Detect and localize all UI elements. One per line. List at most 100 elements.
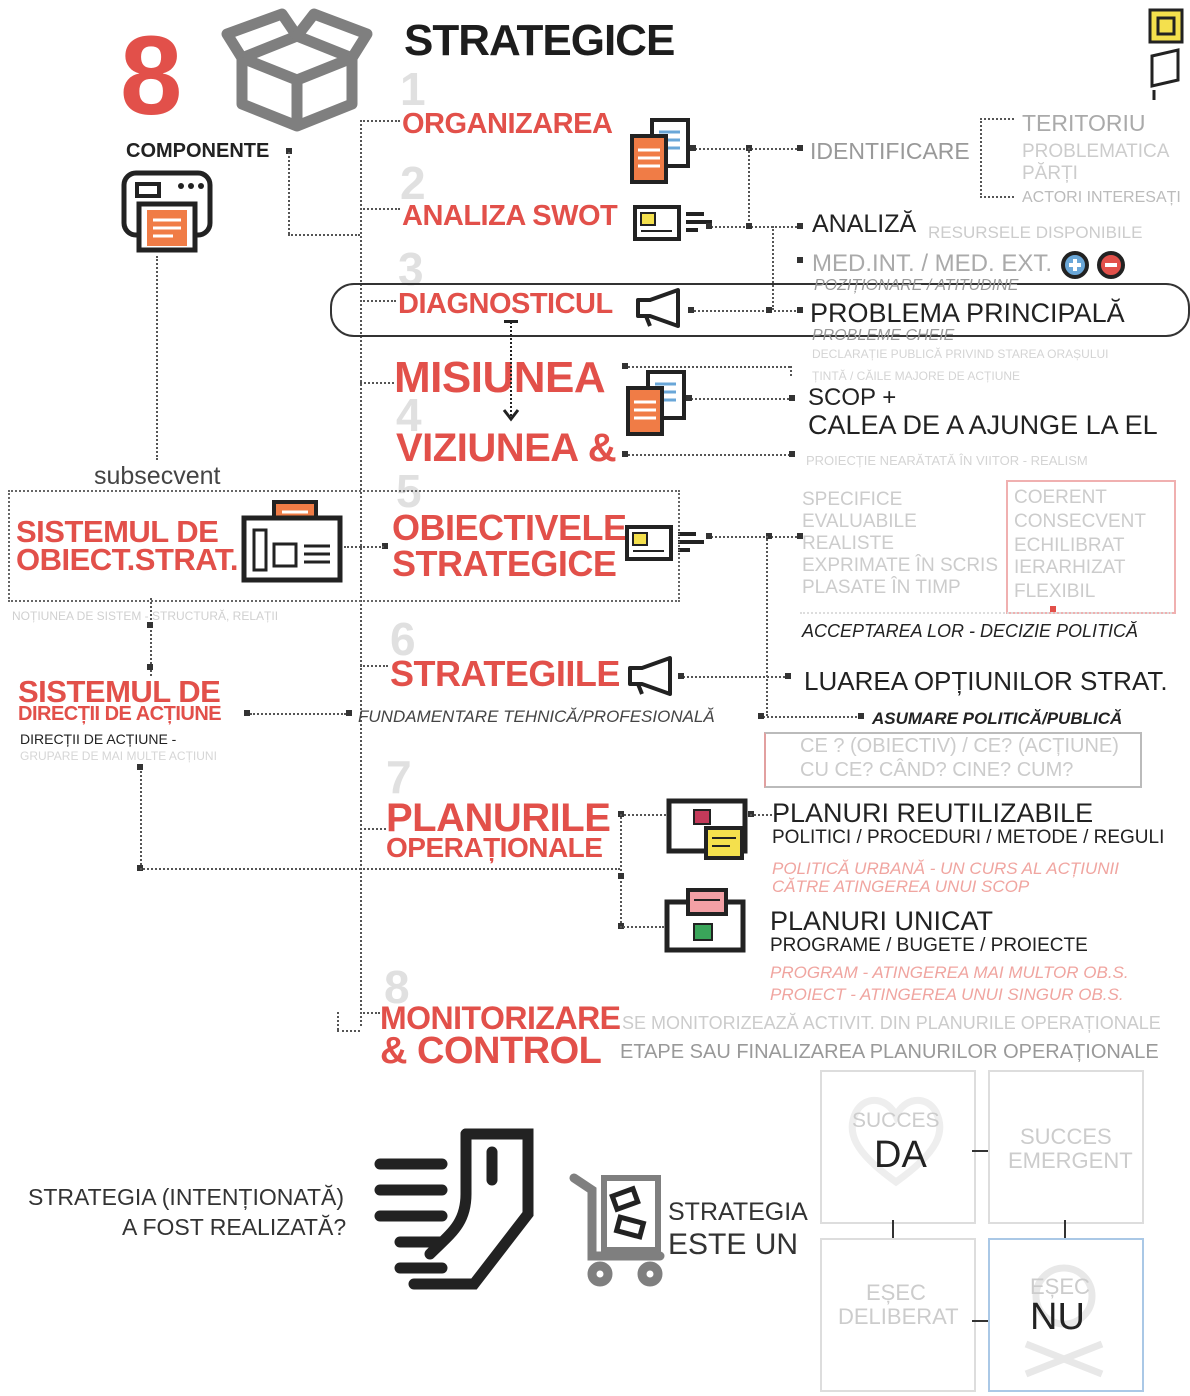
tinta-text: ȚINTĂ / CĂILE MAJORE DE ACȚIUNE	[812, 369, 1021, 383]
connector-line	[150, 598, 152, 676]
medint-text: MED.INT. / MED. EXT.	[812, 250, 1053, 277]
component-obiectivele: OBIECTIVELE	[392, 507, 627, 548]
diagnostic-highlight	[330, 283, 1190, 337]
connector-dot	[622, 363, 628, 369]
connector-dot	[785, 673, 791, 679]
pozitionare-text: POZIȚIONARE / ATITUDINE	[814, 277, 1019, 294]
question-line-2: A FOST REALIZATĂ?	[122, 1214, 347, 1240]
component-number: 2	[400, 157, 426, 209]
connector-line	[708, 226, 800, 228]
subsecvent-text: subsecvent	[94, 462, 221, 490]
connector-line	[337, 1030, 360, 1032]
connector-line	[624, 366, 790, 368]
component-viziunea: VIZIUNEA &	[396, 426, 617, 470]
evaluabile-text: EVALUABILE	[802, 511, 917, 532]
calea-text: CALEA DE A AJUNGE LA EL	[808, 410, 1158, 440]
connector-line	[360, 120, 362, 1026]
component-number: 4	[396, 389, 422, 441]
connector-line	[360, 665, 388, 667]
component-monitorizare: MONITORIZARE	[380, 1000, 621, 1036]
succes-emergent-2: EMERGENT	[1008, 1148, 1133, 1173]
cart-icon	[569, 1173, 665, 1287]
planuri-unicat-text: PLANURI UNICAT	[770, 906, 994, 936]
connector-dot	[688, 307, 694, 313]
minus-icon	[1097, 251, 1125, 279]
box-icon	[221, 8, 373, 132]
nu-label: NU	[1030, 1296, 1085, 1338]
connector-dot	[797, 533, 803, 539]
connector-dot	[147, 622, 153, 628]
strategia-text: STRATEGIA	[668, 1198, 808, 1226]
connector-dot	[244, 710, 250, 716]
problema-principala-text: PROBLEMA PRINCIPALĂ	[810, 298, 1125, 328]
analiza-text: ANALIZĂ	[812, 210, 917, 238]
politici-text: POLITICI / PROCEDURI / METODE / REGULI	[772, 827, 1165, 848]
component-organizarea: ORGANIZAREA	[402, 108, 613, 140]
quadrant-esec	[988, 1238, 1144, 1392]
esec-deliberat-1: EȘEC	[866, 1280, 926, 1305]
succes-emergent-1: SUCCES	[1020, 1124, 1112, 1149]
connector-dot	[1050, 606, 1056, 612]
skull-icon	[1024, 1264, 1104, 1378]
quadrant-succes	[820, 1070, 976, 1224]
specifice-text: SPECIFICE	[802, 489, 903, 510]
declaratie-text: DECLARAȚIE PUBLICĂ PRIVIND STAREA ORAȘUL…	[812, 347, 1109, 361]
connector-line	[620, 814, 666, 816]
connector-dot	[382, 543, 388, 549]
ce-line-2: CU CE? CÂND? CINE? CUM?	[800, 759, 1074, 781]
connector-dot	[766, 533, 772, 539]
monitor-icon	[664, 888, 746, 953]
connector-line	[510, 322, 512, 416]
resurse-text: RESURSELE DISPONIBILE	[928, 223, 1143, 242]
connector-dot	[797, 307, 803, 313]
connector-line	[620, 926, 664, 928]
quadrant-succes-emergent	[988, 1070, 1144, 1224]
sistemul-directii-1: SISTEMUL DE	[18, 674, 221, 709]
connector-line	[750, 814, 772, 816]
connector-dot	[346, 710, 352, 716]
connector-dot	[678, 673, 684, 679]
quadrant-divider	[972, 1320, 988, 1322]
connector-line	[708, 536, 800, 538]
id-card-icon	[633, 205, 712, 241]
asumare-text: ASUMARE POLITICĂ/PUBLICĂ	[872, 709, 1123, 728]
fundamentare-text: FUNDAMENTARE TEHNICĂ/PROFESIONALĂ	[358, 707, 715, 726]
page-title: STRATEGICE	[404, 16, 675, 65]
connector-dot	[789, 395, 795, 401]
megaphone-icon	[636, 288, 680, 328]
actori-text: ACTORI INTERESAȚI	[1022, 189, 1181, 206]
parti-text: PĂRȚI	[1022, 163, 1078, 184]
connector-line	[344, 546, 384, 548]
problematica-text: PROBLEMATICA	[1022, 141, 1170, 162]
ce-line-1: CE ? (OBIECTIV) / CE? (ACȚIUNE)	[800, 735, 1119, 757]
etape-text: ETAPE SAU FINALIZAREA PLANURILOR OPERAȚI…	[620, 1041, 1159, 1063]
component-diagnosticul: DIAGNOSTICUL	[398, 288, 613, 320]
component-number: 7	[386, 751, 412, 803]
teritoriu-text: TERITORIU	[1022, 110, 1146, 136]
programe-text: PROGRAME / BUGETE / PROIECTE	[770, 935, 1088, 956]
component-planurile: PLANURILE	[386, 796, 611, 840]
ierarhizat-text: IERARHIZAT	[1014, 557, 1126, 578]
connector-dot	[622, 451, 628, 457]
connector-line	[250, 713, 346, 715]
connector-line	[980, 196, 1014, 198]
connector-dot	[147, 664, 153, 670]
connector-dot	[797, 145, 803, 151]
coerent-text: COERENT	[1014, 487, 1107, 508]
component-misiunea: MISIUNEA	[394, 353, 606, 402]
consecvent-text: CONSECVENT	[1014, 511, 1146, 532]
connector-line	[288, 234, 360, 236]
echilibrat-text: ECHILIBRAT	[1014, 535, 1125, 556]
realiste-text: REALISTE	[802, 533, 894, 554]
connector-dot	[137, 764, 143, 770]
connector-line	[790, 366, 792, 376]
connector-line	[140, 764, 142, 868]
document-icon	[630, 118, 690, 184]
connector-line	[360, 382, 394, 384]
arrow-down-icon	[502, 409, 520, 422]
quadrant-divider	[972, 1150, 988, 1152]
plasate-text: PLASATE ÎN TIMP	[802, 577, 961, 598]
monitorizeaza-text: SE MONITORIZEAZĂ ACTIVIT. DIN PLANURILE …	[622, 1013, 1161, 1033]
connector-dot	[797, 257, 803, 263]
printer-icon	[121, 170, 213, 253]
